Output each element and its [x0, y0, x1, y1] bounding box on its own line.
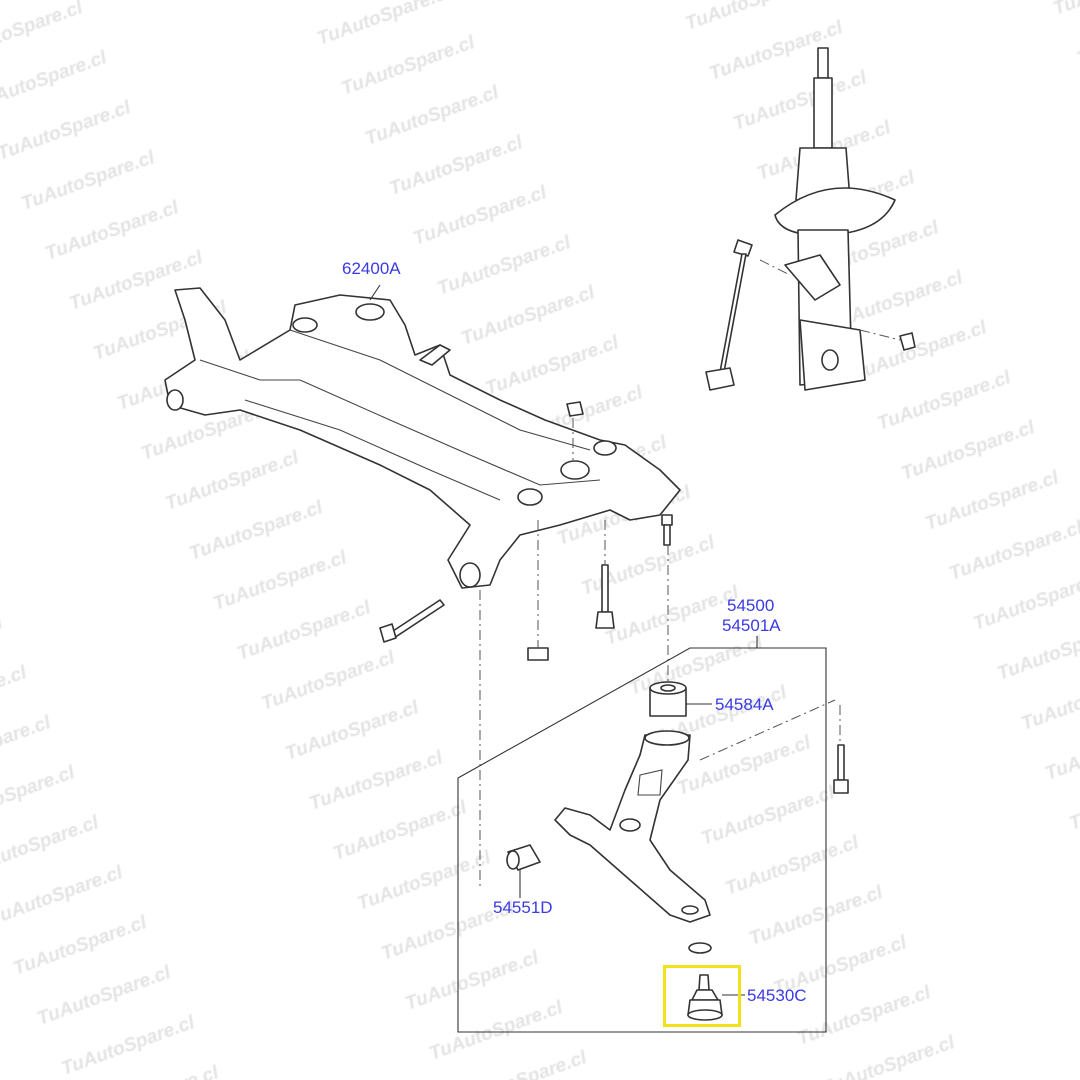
label-54500[interactable]: 54500 [727, 596, 775, 615]
subframe-62400a[interactable] [164, 287, 681, 589]
label-62400a[interactable]: 62400A [342, 259, 401, 278]
ball-joint-54530c[interactable] [687, 974, 723, 1021]
label-54584a[interactable]: 54584A [715, 695, 774, 714]
highlight-box [663, 965, 741, 1027]
label-54501a[interactable]: 54501A [722, 616, 781, 635]
label-54530c[interactable]: 54530C [747, 986, 807, 1005]
bushing-54584a[interactable] [649, 681, 687, 717]
bushing-54551d[interactable] [506, 844, 541, 871]
label-54551d[interactable]: 54551D [493, 898, 553, 917]
strut-assembly[interactable] [759, 47, 916, 391]
snap-ring[interactable] [688, 942, 712, 954]
stabilizer-link[interactable] [705, 239, 753, 391]
bolts[interactable] [379, 401, 849, 794]
lower-control-arm[interactable] [554, 730, 711, 923]
assembly-frame [457, 647, 827, 1033]
